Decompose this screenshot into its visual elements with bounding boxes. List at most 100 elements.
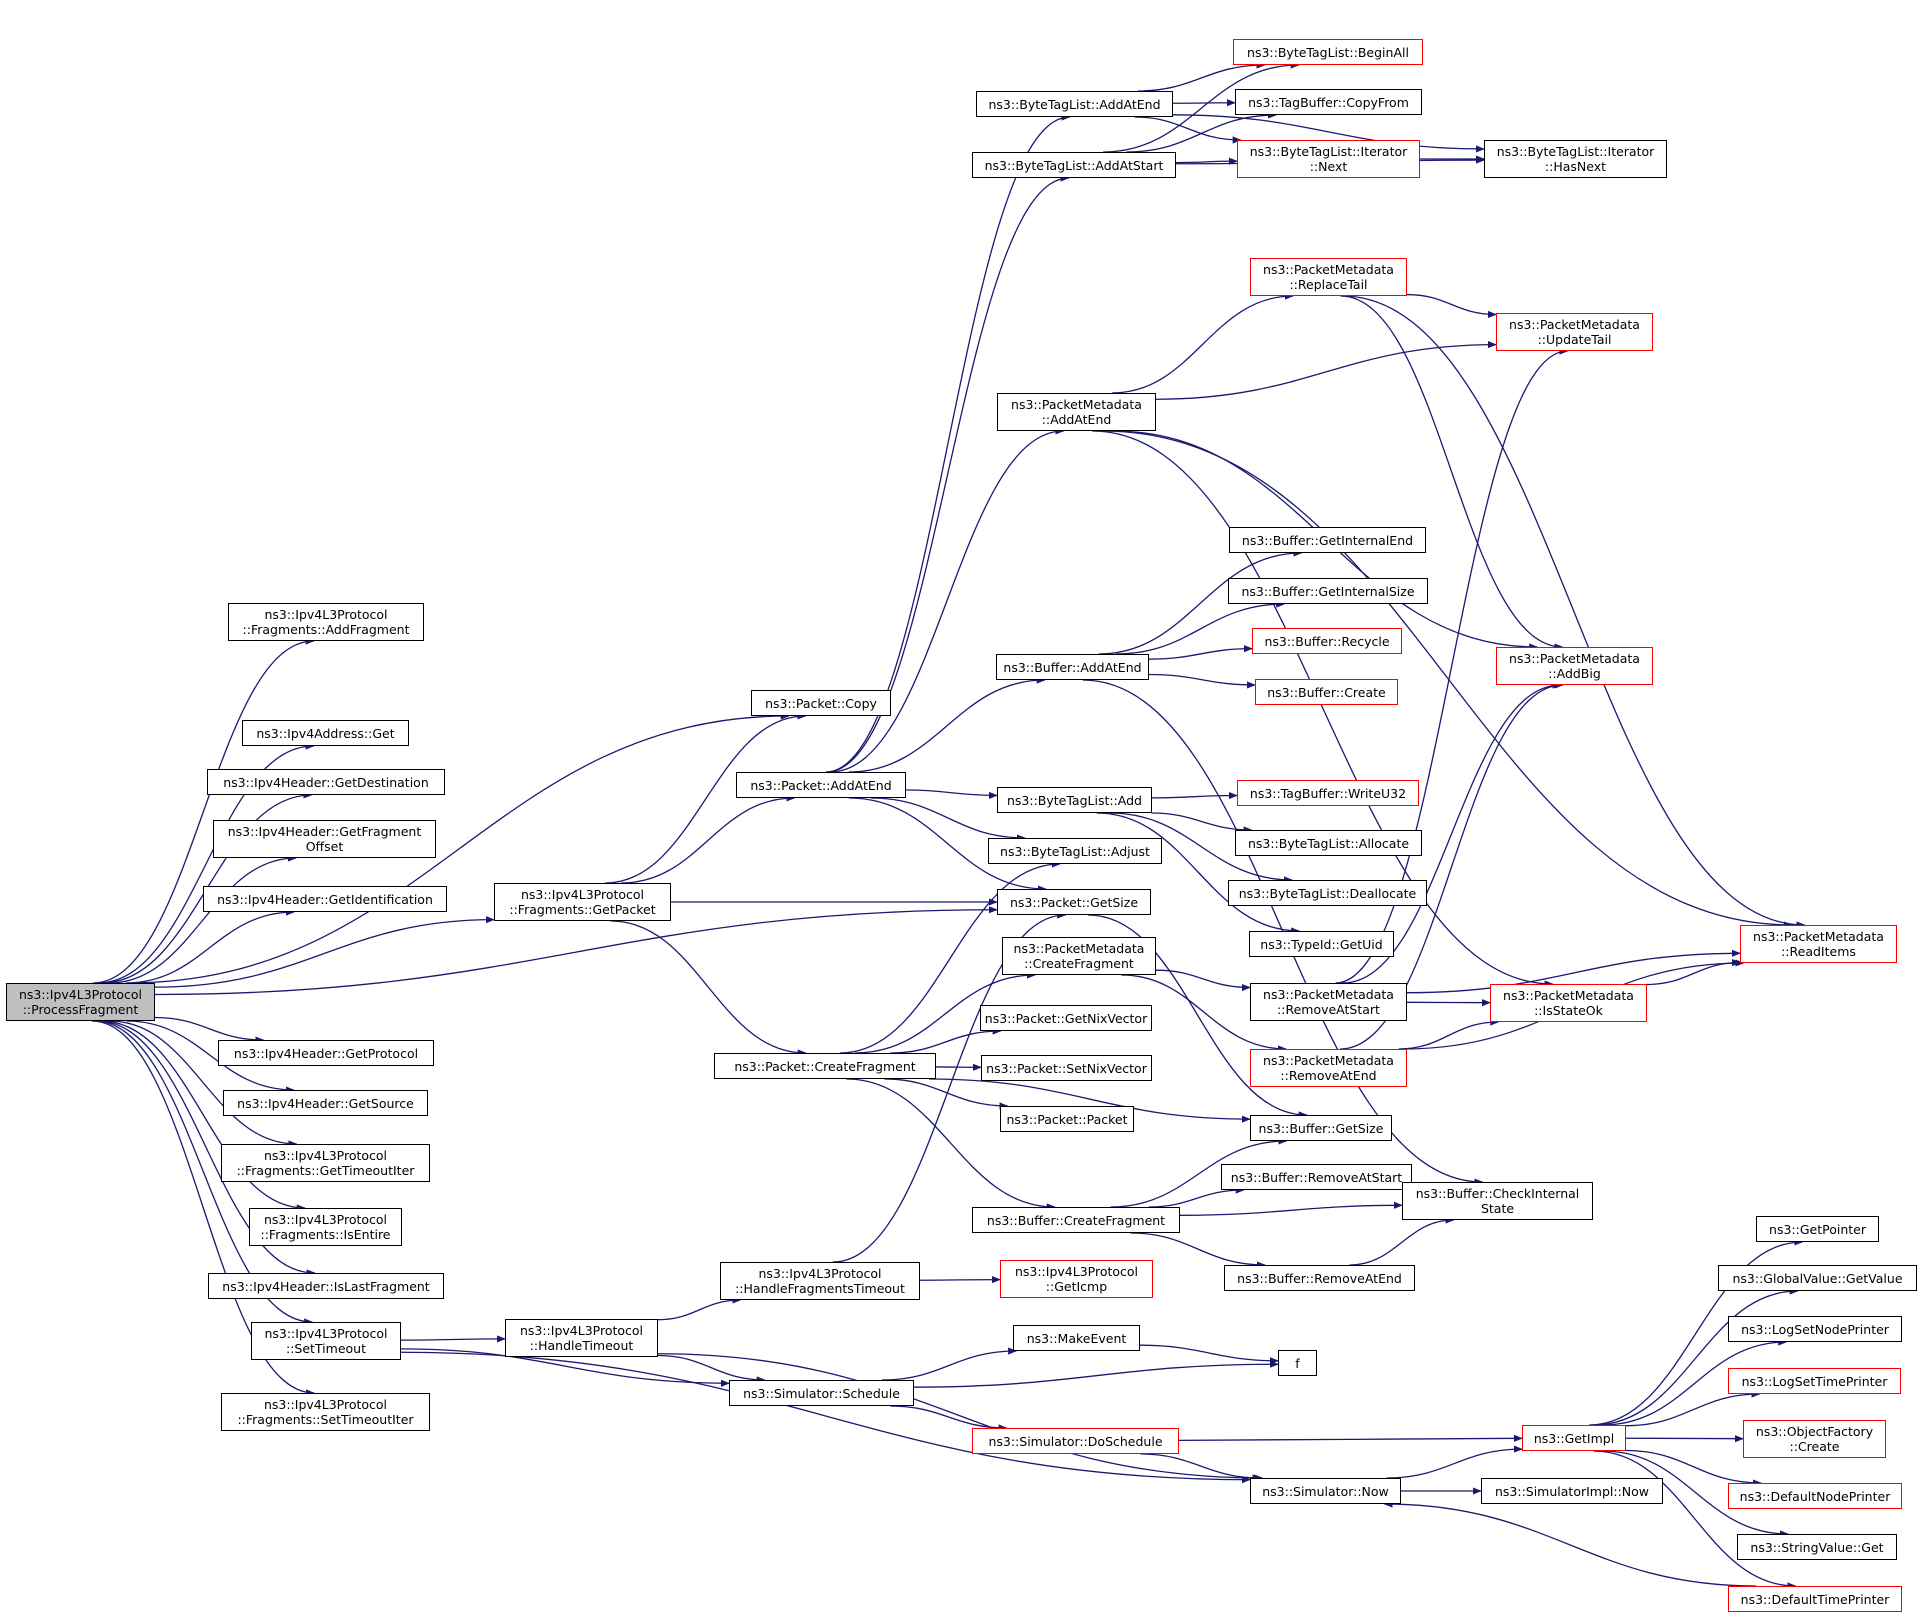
edge-btlAddAtStart-to-copyFrom (1126, 111, 1277, 153)
graph-node-buf-get-size[interactable]: ns3::Buffer::GetSize (1250, 1115, 1392, 1141)
graph-node-deallocate[interactable]: ns3::ByteTagList::Deallocate (1228, 880, 1427, 906)
graph-node-is-last-frag[interactable]: ns3::Ipv4Header::IsLastFragment (208, 1273, 444, 1299)
node-label: ns3::ByteTagList::Adjust (1000, 843, 1150, 859)
graph-node-def-time[interactable]: ns3::DefaultTimePrinter (1728, 1586, 1902, 1612)
graph-node-sim-schedule[interactable]: ns3::Simulator::Schedule (729, 1380, 914, 1406)
graph-node-iter-has-next[interactable]: ns3::ByteTagList::Iterator ::HasNext (1484, 140, 1667, 178)
graph-node-set-timeout-iter[interactable]: ns3::Ipv4L3Protocol ::Fragments::SetTime… (221, 1393, 430, 1431)
graph-node-pkt-packet[interactable]: ns3::Packet::Packet (1000, 1106, 1134, 1132)
graph-node-get-int-size[interactable]: ns3::Buffer::GetInternalSize (1228, 578, 1428, 604)
graph-node-buf-remove-at-end[interactable]: ns3::Buffer::RemoveAtEnd (1224, 1265, 1415, 1291)
graph-node-handle-frag-timeout[interactable]: ns3::Ipv4L3Protocol ::HandleFragmentsTim… (720, 1262, 920, 1300)
graph-node-write-u32[interactable]: ns3::TagBuffer::WriteU32 (1237, 780, 1419, 806)
edge-handleFragTimeout-to-pktGetSize (832, 911, 1067, 1263)
graph-node-root[interactable]: ns3::Ipv4L3Protocol ::ProcessFragment (6, 983, 155, 1021)
graph-node-replace-tail[interactable]: ns3::PacketMetadata ::ReplaceTail (1250, 258, 1407, 296)
node-label: ns3::Simulator::DoSchedule (988, 1433, 1163, 1449)
edge-simNow-to-getImpl (1386, 1445, 1523, 1479)
edge-bufAddAtEnd-to-bufCreate (1148, 673, 1256, 689)
graph-node-pm-add-at-end[interactable]: ns3::PacketMetadata ::AddAtEnd (997, 393, 1156, 431)
edge-isStateOk-to-readItems (1646, 958, 1741, 986)
graph-node-handle-timeout[interactable]: ns3::Ipv4L3Protocol ::HandleTimeout (505, 1319, 658, 1357)
edge-bufRemoveAtEnd-to-checkInternal (1349, 1216, 1455, 1266)
edge-handleFragTimeout-to-getIcmp (919, 1276, 1001, 1284)
node-label: ns3::Ipv4Header::GetDestination (223, 774, 429, 790)
graph-node-f[interactable]: f (1278, 1350, 1317, 1376)
node-label: ns3::PacketMetadata ::UpdateTail (1509, 317, 1640, 347)
graph-node-buf-add-at-end[interactable]: ns3::Buffer::AddAtEnd (996, 654, 1149, 680)
graph-node-def-node[interactable]: ns3::DefaultNodePrinter (1728, 1483, 1902, 1509)
graph-node-get-icmp[interactable]: ns3::Ipv4L3Protocol ::GetIcmp (1000, 1260, 1153, 1298)
graph-node-log-set-node[interactable]: ns3::LogSetNodePrinter (1728, 1316, 1902, 1342)
graph-node-get-pointer[interactable]: ns3::GetPointer (1756, 1216, 1879, 1242)
graph-node-remove-at-end-p-m[interactable]: ns3::PacketMetadata ::RemoveAtEnd (1250, 1049, 1407, 1087)
graph-node-make-event[interactable]: ns3::MakeEvent (1013, 1325, 1140, 1351)
node-label: ns3::Buffer::GetSize (1258, 1120, 1384, 1136)
graph-node-btl-add-at-start[interactable]: ns3::ByteTagList::AddAtStart (972, 152, 1176, 178)
edge-root-to-getSource (126, 1020, 295, 1094)
graph-node-get-int-end[interactable]: ns3::Buffer::GetInternalEnd (1229, 527, 1426, 553)
graph-node-get-dest[interactable]: ns3::Ipv4Header::GetDestination (207, 769, 445, 795)
graph-node-gv-get-value[interactable]: ns3::GlobalValue::GetValue (1718, 1265, 1917, 1291)
edge-pktCreateFrag-to-btlAdjust (840, 860, 1061, 1054)
graph-node-btl-adjust[interactable]: ns3::ByteTagList::Adjust (988, 838, 1162, 864)
graph-node-update-tail[interactable]: ns3::PacketMetadata ::UpdateTail (1496, 313, 1653, 351)
graph-node-allocate[interactable]: ns3::ByteTagList::Allocate (1235, 830, 1422, 856)
edge-root-to-isLastFrag (96, 1020, 316, 1277)
graph-node-begin-all[interactable]: ns3::ByteTagList::BeginAll (1233, 39, 1423, 65)
graph-node-remove-at-start-p-m[interactable]: ns3::PacketMetadata ::RemoveAtStart (1250, 983, 1407, 1021)
graph-node-iter-next[interactable]: ns3::ByteTagList::Iterator ::Next (1237, 140, 1420, 178)
edge-getPacket-to-pktAddAtEnd (621, 794, 796, 884)
graph-node-get-impl[interactable]: ns3::GetImpl (1522, 1425, 1626, 1451)
graph-node-recycle[interactable]: ns3::Buffer::Recycle (1252, 628, 1402, 654)
graph-node-get-ident[interactable]: ns3::Ipv4Header::GetIdentification (203, 886, 447, 912)
graph-node-of-create[interactable]: ns3::ObjectFactory ::Create (1743, 1420, 1886, 1458)
graph-node-is-entire[interactable]: ns3::Ipv4L3Protocol ::Fragments::IsEntir… (249, 1208, 402, 1246)
graph-node-pkt-copy[interactable]: ns3::Packet::Copy (751, 690, 891, 716)
edge-setTimeout-to-simNow (400, 1351, 1251, 1484)
graph-node-log-set-time[interactable]: ns3::LogSetTimePrinter (1728, 1368, 1901, 1394)
node-label: ns3::Packet::CreateFragment (734, 1058, 916, 1074)
graph-node-get-frag-off[interactable]: ns3::Ipv4Header::GetFragment Offset (213, 820, 436, 858)
graph-node-btl-add[interactable]: ns3::ByteTagList::Add (997, 787, 1152, 813)
graph-node-sv-get[interactable]: ns3::StringValue::Get (1737, 1534, 1897, 1560)
graph-node-pkt-create-frag[interactable]: ns3::Packet::CreateFragment (714, 1053, 936, 1079)
node-label: ns3::Packet::SetNixVector (986, 1060, 1147, 1076)
edge-bufAddAtEnd-to-getIntEnd (1098, 549, 1303, 655)
graph-node-get-proto[interactable]: ns3::Ipv4Header::GetProtocol (218, 1040, 434, 1066)
node-label: ns3::ByteTagList::Deallocate (1238, 885, 1417, 901)
node-label: ns3::Ipv4L3Protocol ::Fragments::GetPack… (509, 887, 656, 917)
graph-node-pm-create-frag[interactable]: ns3::PacketMetadata ::CreateFragment (1002, 937, 1156, 975)
edge-pktAddAtEnd-to-bufAddAtEnd (848, 676, 1046, 773)
graph-node-sim-now[interactable]: ns3::Simulator::Now (1250, 1478, 1401, 1504)
graph-node-pkt-get-size[interactable]: ns3::Packet::GetSize (997, 889, 1151, 915)
graph-node-get-timeout-iter[interactable]: ns3::Ipv4L3Protocol ::Fragments::GetTime… (221, 1144, 430, 1182)
graph-node-get-nix[interactable]: ns3::Packet::GetNixVector (980, 1005, 1152, 1031)
graph-node-set-nix[interactable]: ns3::Packet::SetNixVector (981, 1055, 1152, 1081)
node-label: ns3::Packet::GetSize (1009, 894, 1139, 910)
graph-node-btl-add-at-end[interactable]: ns3::ByteTagList::AddAtEnd (976, 91, 1173, 117)
node-label: ns3::Buffer::CreateFragment (986, 1212, 1166, 1228)
edge-root-to-getPacket (154, 916, 495, 988)
graph-node-do-schedule[interactable]: ns3::Simulator::DoSchedule (972, 1428, 1179, 1454)
graph-node-sim-impl-now[interactable]: ns3::SimulatorImpl::Now (1481, 1478, 1663, 1504)
graph-node-set-timeout[interactable]: ns3::Ipv4L3Protocol ::SetTimeout (251, 1322, 401, 1360)
graph-node-get-uid[interactable]: ns3::TypeId::GetUid (1249, 931, 1394, 957)
graph-node-is-state-ok[interactable]: ns3::PacketMetadata ::IsStateOk (1490, 984, 1647, 1022)
graph-node-add-big[interactable]: ns3::PacketMetadata ::AddBig (1496, 647, 1653, 685)
graph-node-buf-create[interactable]: ns3::Buffer::Create (1255, 679, 1398, 705)
graph-node-buf-create-frag[interactable]: ns3::Buffer::CreateFragment (972, 1207, 1180, 1233)
graph-node-copy-from[interactable]: ns3::TagBuffer::CopyFrom (1235, 89, 1422, 115)
graph-node-ipv4-addr-get[interactable]: ns3::Ipv4Address::Get (242, 720, 409, 746)
graph-node-check-internal[interactable]: ns3::Buffer::CheckInternal State (1402, 1182, 1593, 1220)
graph-node-get-source[interactable]: ns3::Ipv4Header::GetSource (223, 1090, 428, 1116)
graph-node-pkt-add-at-end[interactable]: ns3::Packet::AddAtEnd (736, 772, 906, 798)
node-label: ns3::PacketMetadata ::IsStateOk (1503, 988, 1634, 1018)
graph-node-add-fragment[interactable]: ns3::Ipv4L3Protocol ::Fragments::AddFrag… (228, 603, 424, 641)
edge-bufCreateFrag-to-bufGetSize (1110, 1137, 1288, 1208)
edge-root-to-getTimeoutIter (109, 1020, 298, 1148)
graph-node-get-packet[interactable]: ns3::Ipv4L3Protocol ::Fragments::GetPack… (494, 883, 671, 921)
graph-node-buf-remove-at-start[interactable]: ns3::Buffer::RemoveAtStart (1221, 1164, 1412, 1190)
graph-node-read-items[interactable]: ns3::PacketMetadata ::ReadItems (1740, 925, 1897, 963)
